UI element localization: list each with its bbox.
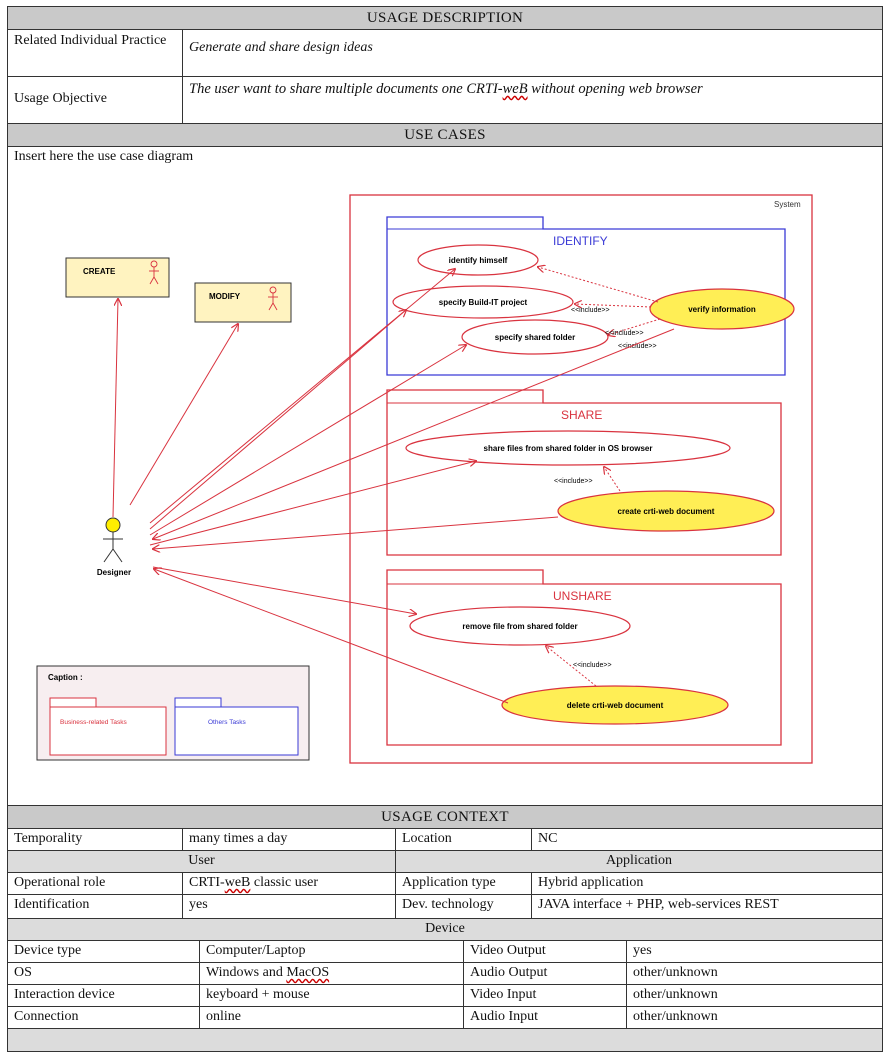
usage-context-header: USAGE CONTEXT [8,806,882,829]
include-label-5: <<include>> [573,662,612,669]
use-case-specify-folder-label: specify shared folder [495,333,575,342]
footer-bar [8,1029,882,1051]
actor-designer-icon [103,517,123,563]
device-row-label: OS [8,963,200,984]
actor-modify-icon [268,286,278,311]
use-case-identify-himself [417,244,539,276]
use-case-remove-file [409,606,631,646]
device-row: Connection online Audio Input other/unkn… [8,1007,882,1029]
unshare-package [386,569,782,746]
use-cases-header: USE CASES [8,124,882,147]
use-case-share-files [405,430,731,466]
caption-title: Caption : [48,673,83,682]
actor-modify-box [194,282,292,323]
association-lines [112,269,675,704]
application-type-value: Hybrid application [538,875,644,890]
include-label-3: <<include>> [618,343,657,350]
usage-objective-row: Usage Objective The user want to share m… [8,77,882,124]
use-case-specify-project [392,285,574,319]
temporality-label: Temporality [8,829,183,850]
device-row: Interaction device keyboard + mouse Vide… [8,985,882,1007]
device-row-label: Interaction device [8,985,200,1006]
share-package-label: SHARE [561,408,602,422]
use-case-diagram-area: Insert here the use case diagram System … [8,147,882,806]
usage-objective-value: The user want to share multiple document… [189,81,703,97]
system-boundary [349,194,813,764]
application-type-label: Application type [396,873,532,894]
identification-label: Identification [8,895,183,918]
include-label-2: <<include>> [605,330,644,337]
operational-role-value: CRTI-weB classic user [183,873,396,894]
usage-objective-label: Usage Objective [8,77,183,123]
device-row-value: Computer/Laptop [200,941,464,962]
device-row-label2: Video Output [464,941,627,962]
temporality-value: many times a day [183,829,396,850]
device-header-row: Device [8,919,882,941]
use-case-specify-project-label: specify Build-IT project [439,298,528,307]
device-row-label: Connection [8,1007,200,1028]
device-row-value2: other/unknown [633,965,718,980]
actor-create-box [65,257,170,298]
device-row-label: Device type [8,941,200,962]
identify-package [386,216,786,376]
device-header: Device [425,921,465,936]
include-label-1: <<include>> [571,307,610,314]
use-case-create-doc-label: create crti-web document [618,507,715,516]
device-row-value: online [200,1007,464,1028]
device-row-value: Windows and MacOS [200,963,464,984]
related-practice-value: Generate and share design ideas [189,40,373,55]
use-case-create-doc [557,490,775,532]
actor-designer-label: Designer [97,568,131,577]
caption-others-swatch [174,697,299,756]
actor-create-label: CREATE [83,267,116,276]
identification-value: yes [183,895,396,918]
device-row-value2: other/unknown [633,1009,718,1024]
usage-form: USAGE DESCRIPTION Related Individual Pra… [7,6,883,1052]
use-case-verify-information-label: verify information [688,305,756,314]
actor-create-icon [149,260,159,285]
use-case-share-files-label: share files from shared folder in OS bro… [484,444,653,453]
device-row-value2: other/unknown [633,987,718,1002]
dev-technology-value: JAVA interface + PHP, web-services REST [538,897,779,912]
related-practice-row: Related Individual Practice Generate and… [8,30,882,77]
unshare-package-label: UNSHARE [553,589,612,603]
diagram-intro-text: Insert here the use case diagram [14,149,194,164]
device-row-value: keyboard + mouse [200,985,464,1006]
operational-role-label: Operational role [8,873,183,894]
usage-description-header: USAGE DESCRIPTION [8,7,882,30]
use-case-delete-doc-label: delete crti-web document [567,701,664,710]
device-row-value2: yes [633,943,652,958]
device-row: OS Windows and MacOS Audio Output other/… [8,963,882,985]
application-header: Application [605,853,673,868]
identify-package-label: IDENTIFY [553,234,608,248]
related-practice-label: Related Individual Practice [8,30,183,76]
device-row-label2: Video Input [464,985,627,1006]
device-row: Device type Computer/Laptop Video Output… [8,941,882,963]
use-case-remove-file-label: remove file from shared folder [462,622,577,631]
share-package [386,389,782,556]
caption-others-label: Others Tasks [208,719,247,726]
include-label-4: <<include>> [554,478,593,485]
use-case-verify-information [649,288,795,330]
use-case-identify-himself-label: identify himself [449,256,508,265]
operational-role-row: Operational role CRTI-weB classic user A… [8,873,882,895]
user-application-header-row: User Application [8,851,882,873]
device-row-label2: Audio Input [464,1007,627,1028]
system-label: System [774,200,801,209]
identification-row: Identification yes Dev. technology JAVA … [8,895,882,919]
dev-technology-label: Dev. technology [396,895,532,918]
use-case-delete-doc [501,685,729,725]
actor-modify-label: MODIFY [209,292,241,301]
use-case-diagram: System IDENTIFY SHARE UNSHARE identify h… [36,194,813,764]
caption-business-swatch [49,697,167,756]
caption-business-label: Business-related Tasks [60,719,127,726]
device-row-label2: Audio Output [464,963,627,984]
location-value: NC [538,831,558,846]
user-header: User [8,851,396,872]
location-label: Location [396,829,532,850]
temporality-row: Temporality many times a day Location NC [8,829,882,851]
